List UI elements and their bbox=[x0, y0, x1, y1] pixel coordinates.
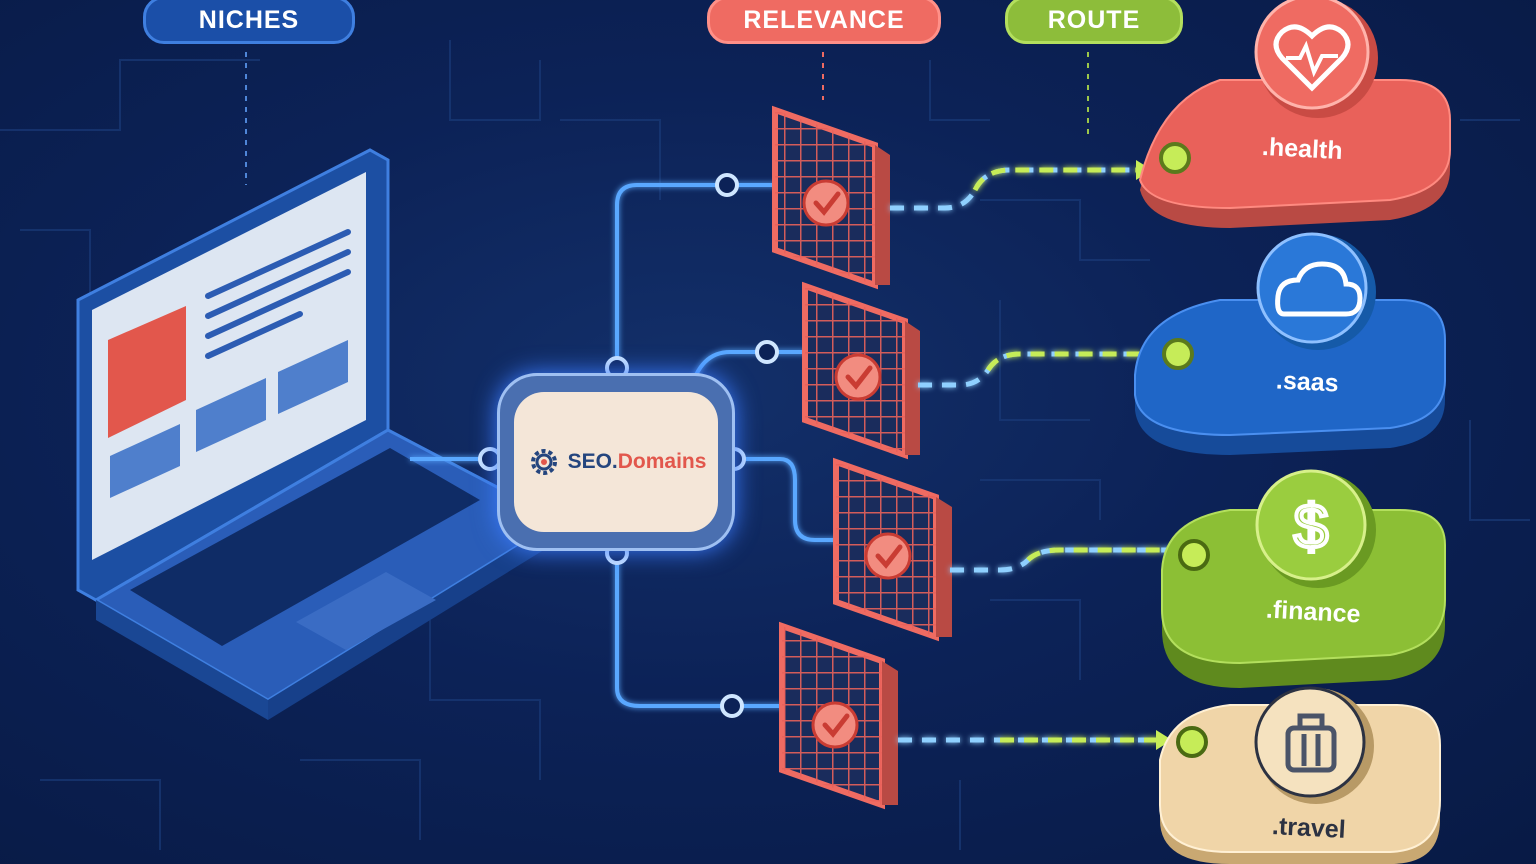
route-lines bbox=[890, 167, 1180, 743]
circuit-background bbox=[0, 40, 1530, 850]
svg-text:$: $ bbox=[1294, 493, 1328, 562]
laptop-icon bbox=[76, 148, 564, 720]
gear-icon bbox=[530, 449, 557, 475]
brand-prefix: SEO. bbox=[567, 450, 618, 473]
travel-destination bbox=[1159, 686, 1441, 864]
route-arrowheads bbox=[1136, 160, 1172, 750]
seo-domains-hub: SEO.Domains bbox=[497, 373, 735, 551]
niches-label: NICHES bbox=[143, 0, 355, 44]
relevance-filter-4 bbox=[779, 621, 898, 810]
tld-saas: .saas bbox=[1275, 366, 1340, 398]
finance-destination: $ bbox=[1161, 469, 1446, 688]
label-leaders bbox=[245, 52, 1089, 185]
hub-panel: SEO.Domains bbox=[514, 392, 718, 532]
brand-logo: SEO.Domains bbox=[568, 450, 707, 474]
health-destination bbox=[1138, 0, 1451, 228]
relevance-filter-1 bbox=[772, 105, 890, 290]
relevance-label: RELEVANCE bbox=[707, 0, 941, 44]
tld-finance: .finance bbox=[1265, 595, 1362, 629]
tld-travel: .travel bbox=[1271, 812, 1347, 844]
route-label: ROUTE bbox=[1005, 0, 1183, 44]
tld-health: .health bbox=[1261, 132, 1344, 166]
saas-destination bbox=[1134, 232, 1446, 455]
relevance-filter-2 bbox=[802, 281, 920, 460]
relevance-filter-3 bbox=[833, 457, 952, 642]
brand-suffix: Domains bbox=[617, 450, 707, 473]
